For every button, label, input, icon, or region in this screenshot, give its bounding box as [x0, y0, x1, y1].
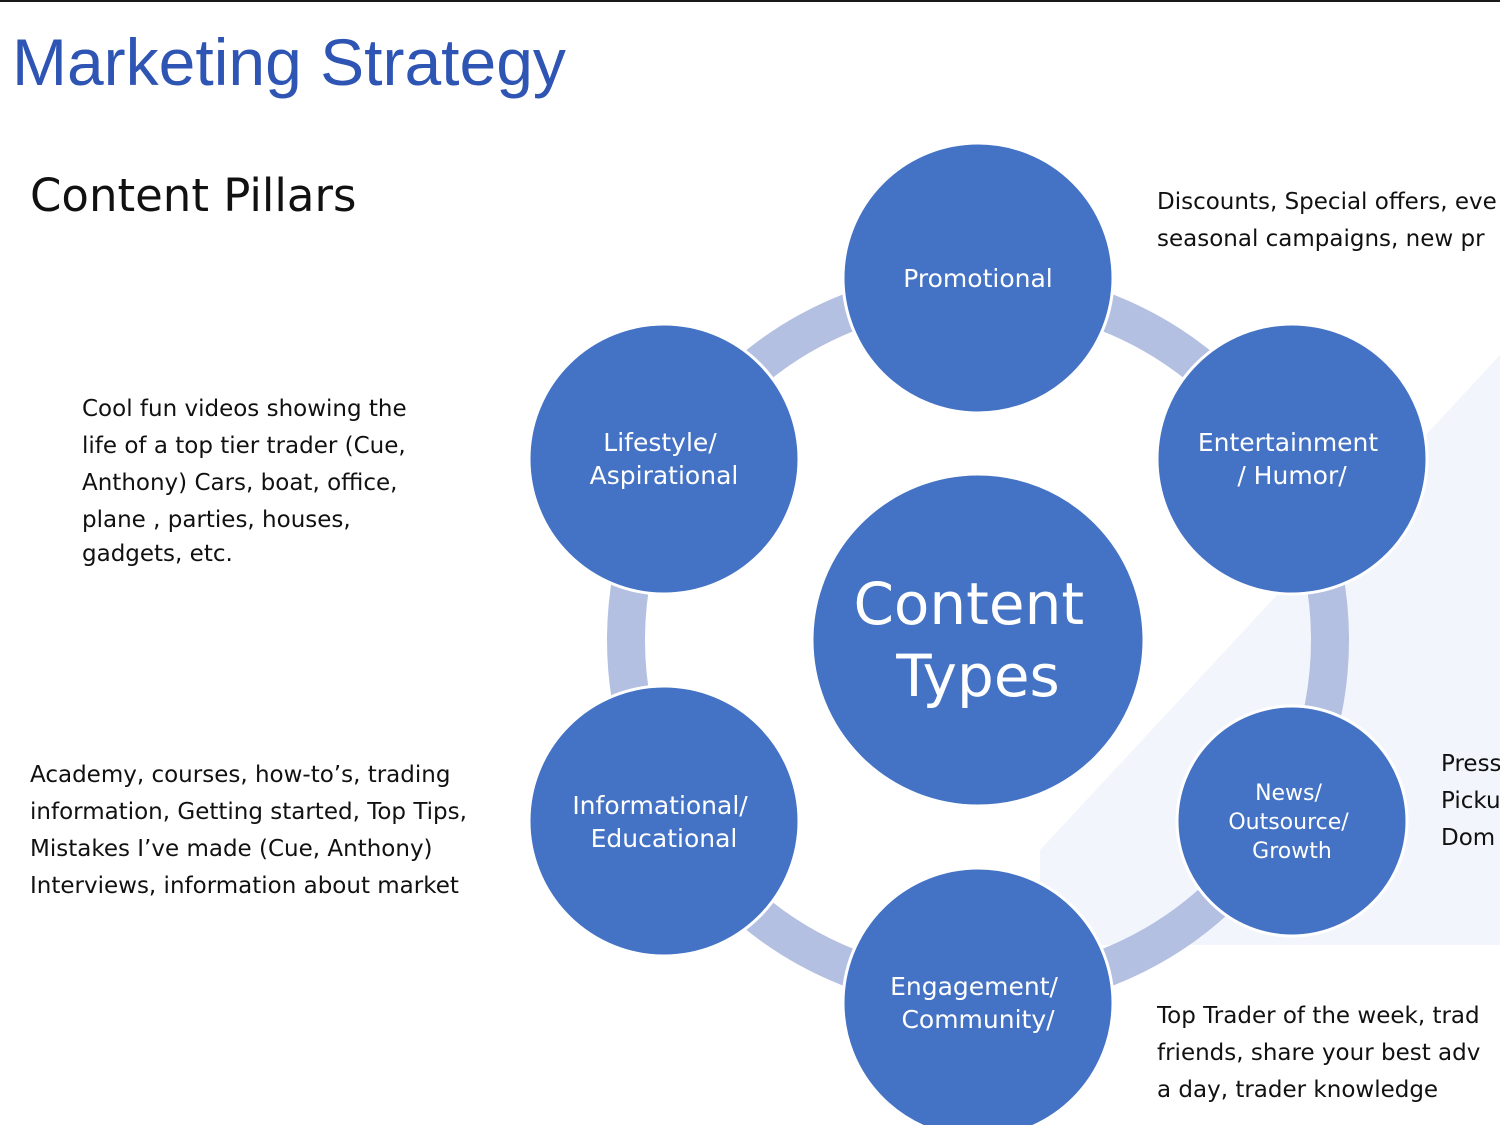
note-line: Discounts, Special offers, eve: [1157, 189, 1497, 215]
node-circle: [527, 684, 801, 958]
center-circle: [810, 472, 1146, 808]
node-circle: [841, 141, 1115, 415]
node-label-line: Aspirational: [590, 461, 739, 490]
node-promotional: Promotional: [841, 141, 1115, 415]
note-news: Press Picku Dom: [1441, 746, 1500, 857]
node-label-line: / Humor/: [1237, 461, 1347, 490]
center-label-line: Types: [895, 642, 1059, 710]
note-line: Cool fun videos showing the: [82, 396, 407, 422]
note-line: seasonal campaigns, new pr: [1157, 226, 1485, 252]
node-label-line: Entertainment: [1198, 428, 1379, 457]
note-line: Picku: [1441, 788, 1500, 814]
node-engagement: Engagement/ Community/: [841, 866, 1115, 1125]
node-entertainment: Entertainment / Humor/: [1155, 322, 1429, 596]
node-label-promotional: Promotional: [903, 264, 1052, 293]
node-label-engagement: Engagement/ Community/: [890, 972, 1066, 1034]
node-label-informational: Informational/ Educational: [572, 791, 755, 853]
note-promotional: Discounts, Special offers, eve seasonal …: [1157, 184, 1500, 258]
node-label-line: Outsource/: [1228, 810, 1349, 835]
node-label-line: Educational: [591, 824, 738, 853]
node-circle: [1155, 322, 1429, 596]
note-line: information, Getting started, Top Tips,: [30, 799, 467, 825]
node-label-line: Engagement/: [890, 972, 1058, 1001]
note-line: Press: [1441, 751, 1500, 777]
note-line: friends, share your best adv: [1157, 1040, 1481, 1066]
section-heading: Content Pillars: [30, 169, 357, 222]
note-line: a day, trader knowledge: [1157, 1077, 1439, 1103]
node-label-line: Growth: [1252, 839, 1332, 864]
slide-title: Marketing Strategy: [12, 25, 566, 99]
node-label-lifestyle: Lifestyle/ Aspirational: [590, 428, 739, 490]
note-line: Anthony) Cars, boat, office,: [82, 470, 398, 496]
node-label-line: Informational/: [572, 791, 748, 820]
center-node: Content Types: [810, 472, 1146, 808]
node-news: News/ Outsource/ Growth: [1175, 704, 1409, 938]
note-line: Mistakes I’ve made (Cue, Anthony): [30, 836, 433, 862]
note-line: life of a top tier trader (Cue,: [82, 433, 406, 459]
note-engagement: Top Trader of the week, trad friends, sh…: [1157, 998, 1500, 1109]
node-label-line: News/: [1255, 781, 1322, 806]
center-label: Content Types: [853, 570, 1102, 710]
node-lifestyle: Lifestyle/ Aspirational: [527, 322, 801, 596]
node-label-news: News/ Outsource/ Growth: [1228, 781, 1355, 864]
node-label-line: Lifestyle/: [603, 428, 717, 457]
note-line: Academy, courses, how-to’s, trading: [30, 762, 451, 788]
node-circle: [527, 322, 801, 596]
note-lifestyle: Cool fun videos showing the life of a to…: [82, 391, 407, 573]
center-label-line: Content: [853, 570, 1084, 638]
note-line: Interviews, information about market: [30, 873, 459, 899]
node-label-entertainment: Entertainment / Humor/: [1198, 428, 1386, 490]
note-informational: Academy, courses, how-to’s, trading info…: [30, 757, 467, 905]
node-circle: [1175, 704, 1409, 938]
node-label-line: Promotional: [903, 264, 1052, 293]
node-label-line: Community/: [901, 1005, 1055, 1034]
note-line: gadgets, etc.: [82, 541, 233, 567]
node-informational: Informational/ Educational: [527, 684, 801, 958]
note-line: Top Trader of the week, trad: [1157, 1003, 1480, 1029]
note-line: plane , parties, houses,: [82, 507, 351, 533]
note-line: Dom: [1441, 825, 1496, 851]
node-circle: [841, 866, 1115, 1125]
top-border-line: [0, 0, 1500, 2]
